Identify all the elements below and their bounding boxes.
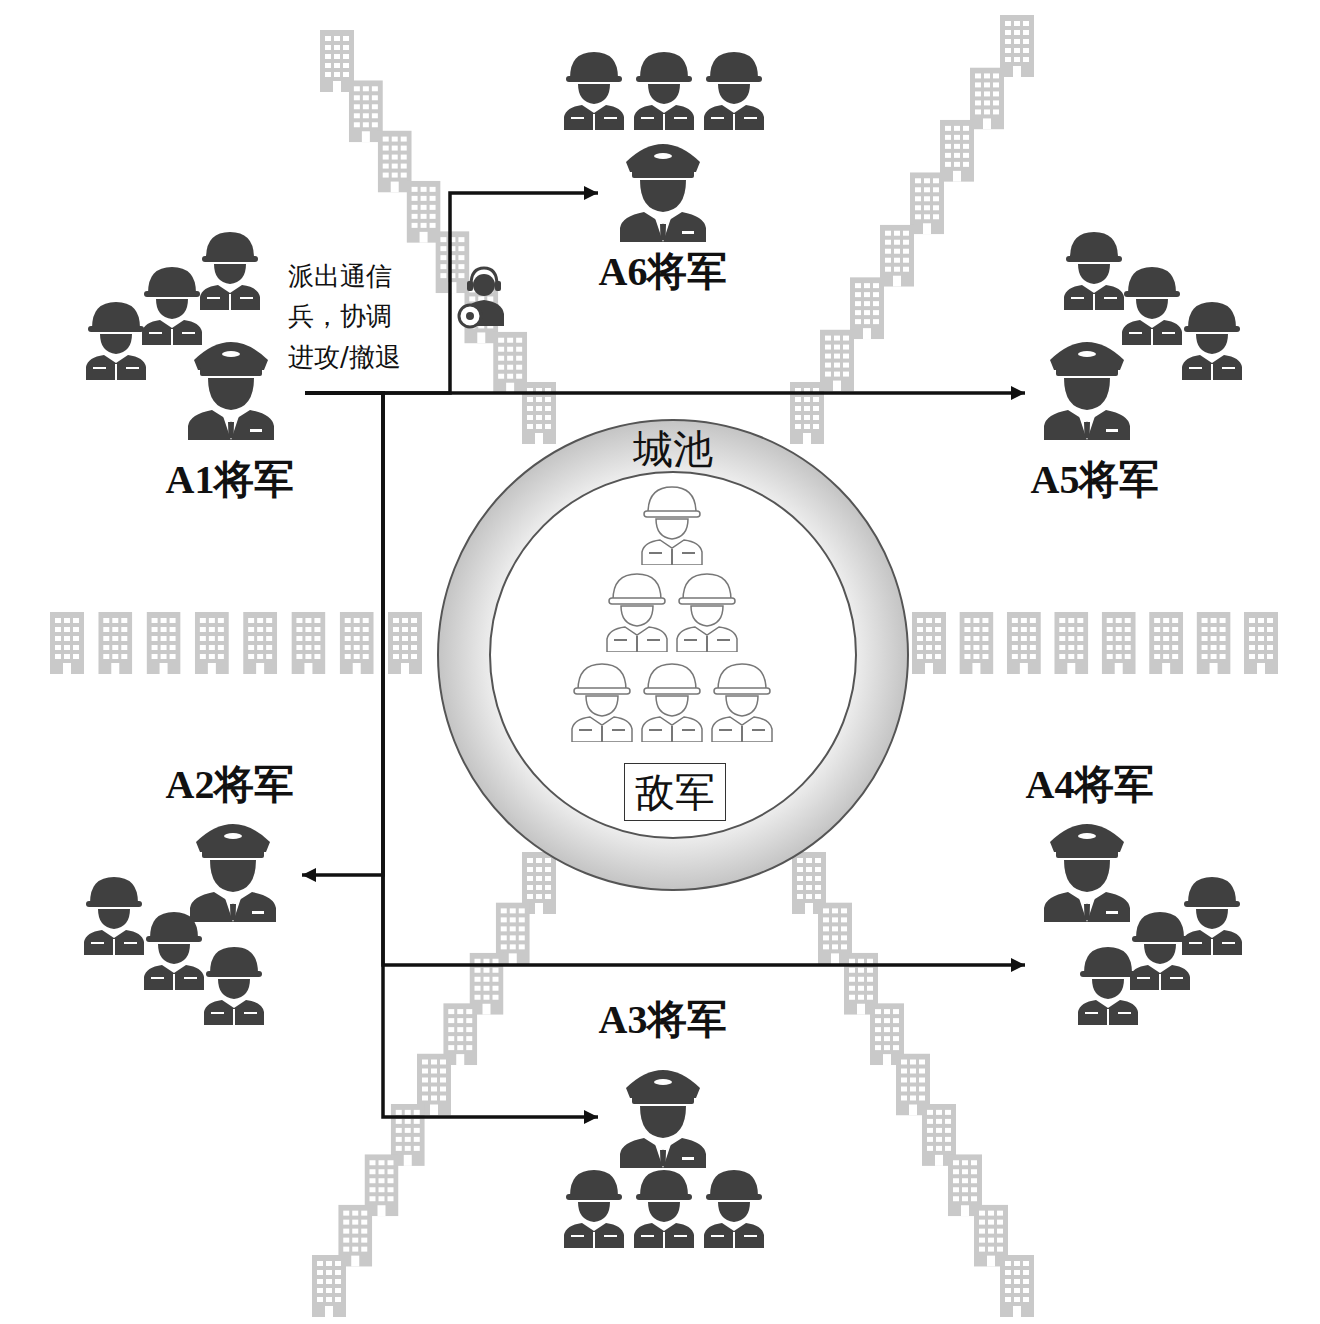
building bbox=[388, 612, 422, 674]
enemy-soldier bbox=[607, 574, 667, 652]
message-route bbox=[302, 393, 383, 875]
general-name: A3将军 bbox=[599, 998, 728, 1042]
building bbox=[912, 612, 946, 674]
city-name: 城池 bbox=[633, 427, 713, 471]
building bbox=[1149, 612, 1183, 674]
general-name: A6将军 bbox=[599, 250, 728, 294]
general-group: A3将军 bbox=[598, 995, 770, 1255]
message-route bbox=[305, 393, 1025, 965]
building bbox=[312, 1255, 346, 1317]
enemy-name: 敌军 bbox=[625, 764, 725, 820]
enemy-soldier bbox=[642, 487, 702, 565]
building bbox=[195, 612, 229, 674]
building bbox=[1197, 612, 1231, 674]
building bbox=[291, 612, 325, 674]
enemy-soldier bbox=[677, 574, 737, 652]
enemy-soldier bbox=[712, 664, 772, 742]
enemy-box: 敌军 bbox=[624, 763, 726, 821]
general-name: A4将军 bbox=[1026, 763, 1155, 807]
building bbox=[820, 330, 854, 392]
enemy-soldier bbox=[572, 664, 632, 742]
building bbox=[340, 612, 374, 674]
building bbox=[147, 612, 181, 674]
city-circle: 城池敌军 bbox=[436, 418, 910, 892]
general-name: A5将军 bbox=[1031, 458, 1160, 502]
building bbox=[910, 172, 944, 234]
general-name: A1将军 bbox=[166, 458, 295, 502]
building bbox=[1000, 15, 1034, 77]
building bbox=[1102, 612, 1136, 674]
building bbox=[1007, 612, 1041, 674]
general-name: A2将军 bbox=[166, 763, 295, 807]
city-wall-inner bbox=[490, 472, 856, 838]
general-group: A2将军 bbox=[80, 755, 302, 1030]
building bbox=[1000, 1255, 1034, 1317]
building bbox=[940, 120, 974, 182]
enemy-troops bbox=[572, 487, 772, 742]
building bbox=[850, 277, 884, 339]
general-group: A4将军 bbox=[1025, 755, 1250, 1030]
building bbox=[1244, 612, 1278, 674]
building bbox=[243, 612, 277, 674]
general-group: A6将军 bbox=[598, 45, 770, 300]
building-rows bbox=[50, 15, 1278, 1317]
message-route bbox=[305, 391, 1025, 395]
building bbox=[959, 612, 993, 674]
building bbox=[50, 612, 84, 674]
enemy-soldier bbox=[642, 664, 702, 742]
building bbox=[1054, 612, 1088, 674]
city-wall-outer bbox=[438, 420, 908, 890]
messenger-note: 派出通信兵，协调进攻/撤退 bbox=[288, 256, 410, 377]
general-troops bbox=[84, 52, 1242, 1248]
building bbox=[98, 612, 132, 674]
general-group: A5将军 bbox=[1025, 225, 1250, 510]
building bbox=[880, 225, 914, 287]
general-group: A1将军 bbox=[80, 225, 305, 510]
radio-operator bbox=[459, 268, 504, 327]
building bbox=[970, 67, 1004, 129]
